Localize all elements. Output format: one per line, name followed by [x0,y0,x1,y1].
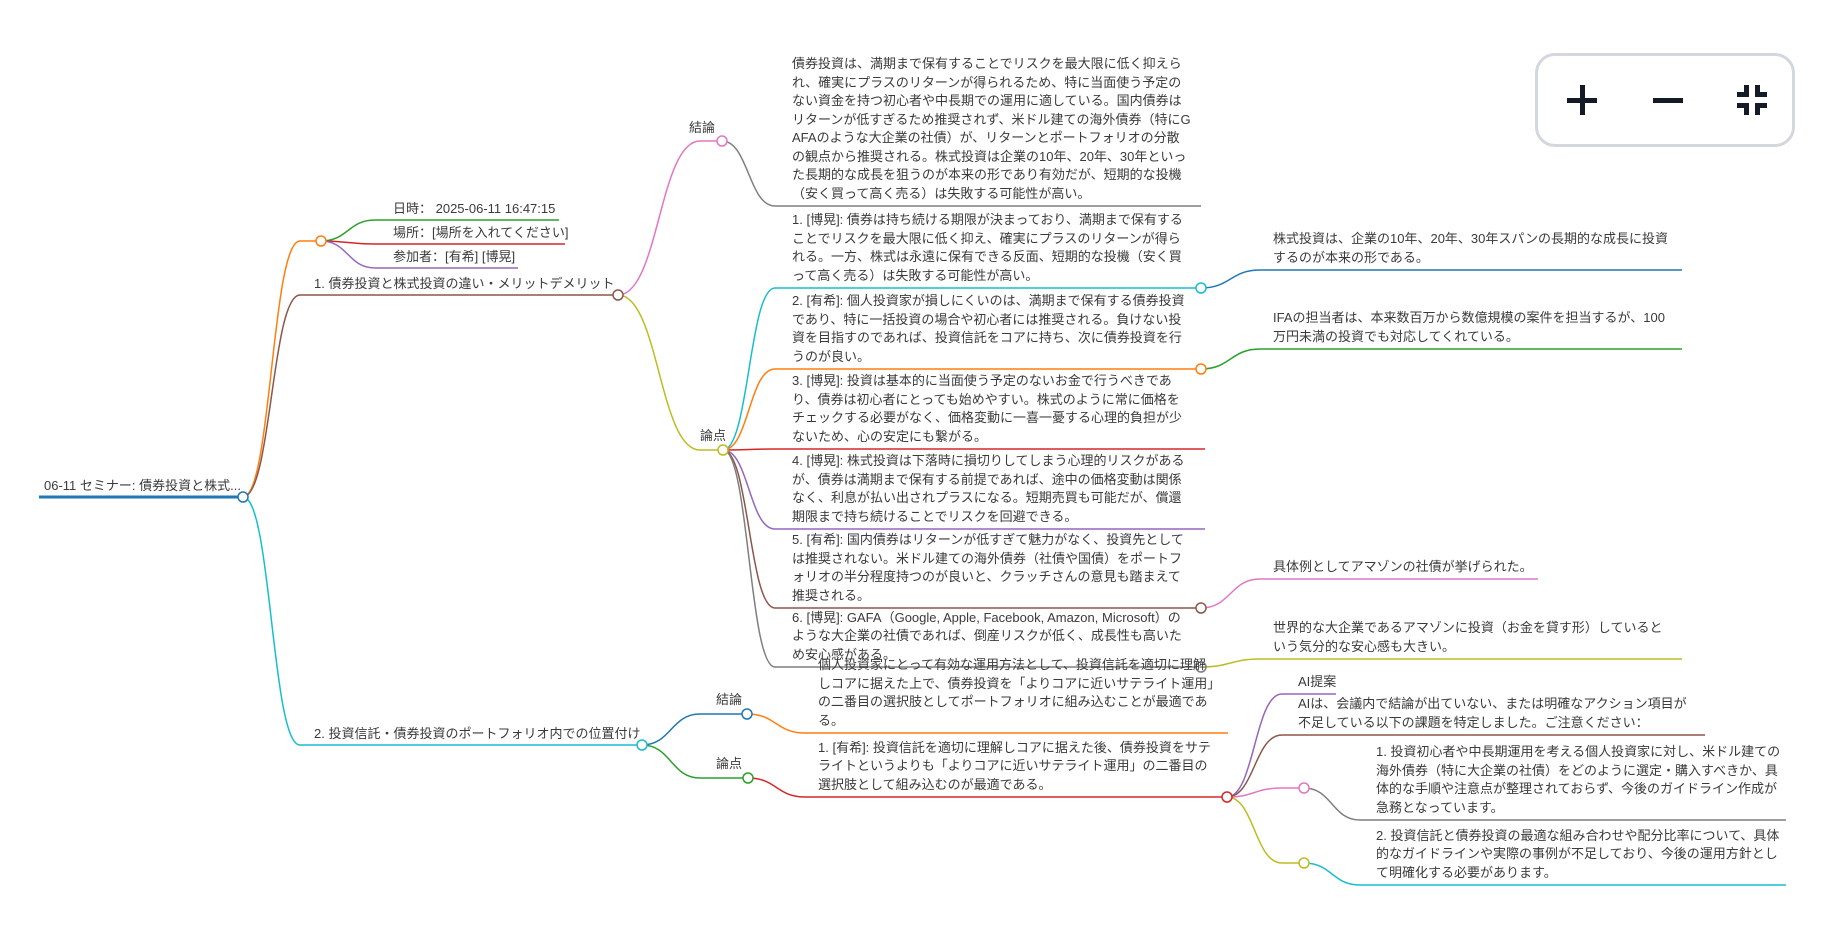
topic1-conclusion-label[interactable]: 結論 [689,119,716,135]
link-point-5 [722,449,1201,609]
meta-toggle-circle[interactable] [315,235,327,247]
plus-icon [1567,85,1597,115]
link-note-5 [1200,578,1538,609]
link-note-6 [1200,658,1682,668]
link-topic1 [242,294,618,498]
zoom-out-button[interactable] [1646,78,1690,122]
topic1-conclusion-text: 債券投資は、満期まで保有することでリスクを最大限に低く抑えられ、確実にプラスのリ… [792,56,1191,201]
zoom-toolbar [1535,53,1795,147]
point-2-note: IFAの担当者は、本来数百万から数億規模の案件を担当するが、100万円未満の投資… [1273,310,1665,344]
link-topic2 [242,496,642,746]
t2-point-toggle-circle[interactable] [1221,791,1233,803]
link-ai-issue-1 [1303,787,1786,821]
ai-issue-2: 2. 投資信託と債券投資の最適な組み合わせや配分比率について、具体的なガイドライ… [1376,827,1780,880]
meta-participants: 参加者：[有希] [博晃] [393,248,516,264]
link-note-2 [1200,348,1682,370]
point-5-note: 具体例としてアマゾンの社債が挙げられた。 [1273,558,1533,574]
link-datetime [320,219,559,242]
link-participants [320,240,518,269]
topic2-conclusion-label[interactable]: 結論 [716,691,743,707]
t1-points-label-toggle-circle[interactable] [717,444,729,456]
ai-suggestion-label[interactable]: AI提案 [1298,673,1337,689]
link-ai-label [1226,693,1336,798]
root-node-label[interactable]: 06-11 セミナー: 債券投資と株式... [44,477,241,493]
link-t1-points-label [617,294,723,451]
topic1-title[interactable]: 1. 債券投資と株式投資の違い・メリットデメリット [314,275,615,291]
ai-issue-1: 1. 投資初心者や中長期運用を考える個人投資家に対し、米ドル建ての海外債券（特に… [1376,744,1781,815]
link-t2-point [747,777,1227,798]
link-meta [242,240,321,498]
fit-view-button[interactable] [1730,78,1774,122]
link-t1-conclusion [721,140,1201,207]
link-t2-points-label [641,744,748,779]
fit-icon [1737,85,1767,115]
topic2-conclusion-text: 個人投資家にとって有効な運用方法として、投資信託を適切に理解しコアに据えた上で、… [818,657,1214,728]
t2-conclusion-label-toggle-circle[interactable] [741,708,753,720]
zoom-in-button[interactable] [1560,78,1604,122]
topic1-point-1: 1. [博晃]: 債券は持ち続ける期限が決まっており、満期まで保有することでリス… [792,212,1183,283]
link-ai-group-2 [1226,796,1304,864]
link-point-2 [722,368,1201,451]
topic2-points-label[interactable]: 論点 [716,755,743,771]
point-6-note: 世界的な大企業であるアマゾンに投資（お金を貸す形）しているという気分的な安心感も… [1273,620,1663,654]
point-6-toggle-circle[interactable] [1195,661,1207,673]
t1-conclusion-label-toggle-circle[interactable] [716,135,728,147]
point-1-note: 株式投資は、企業の10年、20年、30年スパンの長期的な成長に投資するのが本来の… [1273,231,1669,265]
point-2-toggle-circle[interactable] [1195,363,1207,375]
link-t2-conclusion-label [641,713,747,746]
topic1-point-4: 4. [博晃]: 株式投資は下落時に損切りしてしまう心理的リスクがあるが、債券は… [792,453,1185,524]
topic1-point-3: 3. [博晃]: 投資は基本的に当面使う予定のないお金で行うべきであり、債券は初… [792,373,1183,444]
topic2-point-1: 1. [有希]: 投資信託を適切に理解しコアに据えた後、債券投資をサテライトとい… [818,739,1211,792]
point-5-toggle-circle[interactable] [1195,602,1207,614]
link-note-1 [1200,269,1682,289]
t2-points-label-toggle-circle[interactable] [742,772,754,784]
link-ai-intro [1226,734,1705,798]
link-point-1 [722,287,1201,451]
topic1-toggle-circle[interactable] [612,289,624,301]
topic1-point-6: 6. [博晃]: GAFA（Google, Apple, Facebook, A… [792,609,1182,662]
link-point-3 [722,448,1205,451]
topic1-point-5: 5. [有希]: 国内債券はリターンが低すぎて魅力がなく、投資先としては推奨され… [792,532,1184,603]
link-t1-conclusion-label [617,140,722,296]
ai-group-2-toggle-circle[interactable] [1298,857,1310,869]
ai-suggestion-intro: AIは、会議内で結論が出ていない、または明確なアクション項目が不足している以下の… [1298,696,1687,730]
topic1-points-label[interactable]: 論点 [700,427,727,443]
link-t2-conclusion [746,713,1228,734]
meta-place: 場所：[場所を入れてください] [393,224,569,240]
topic1-point-2: 2. [有希]: 個人投資家が損しにくいのは、満期まで保有する債券投資であり、特… [792,293,1185,364]
ai-group-1-toggle-circle[interactable] [1298,782,1310,794]
link-point-6 [722,449,1201,668]
minus-icon [1653,98,1683,103]
topic2-title[interactable]: 2. 投資信託・債券投資のポートフォリオ内での位置付け [314,725,641,741]
link-ai-issue-2 [1303,862,1786,886]
meta-datetime: 日時： 2025-06-11 16:47:15 [393,200,556,216]
root-node-circle[interactable] [237,491,249,503]
point-1-toggle-circle[interactable] [1195,282,1207,294]
link-point-4 [722,449,1205,530]
link-ai-group-1 [1226,787,1304,798]
topic2-toggle-circle[interactable] [636,739,648,751]
